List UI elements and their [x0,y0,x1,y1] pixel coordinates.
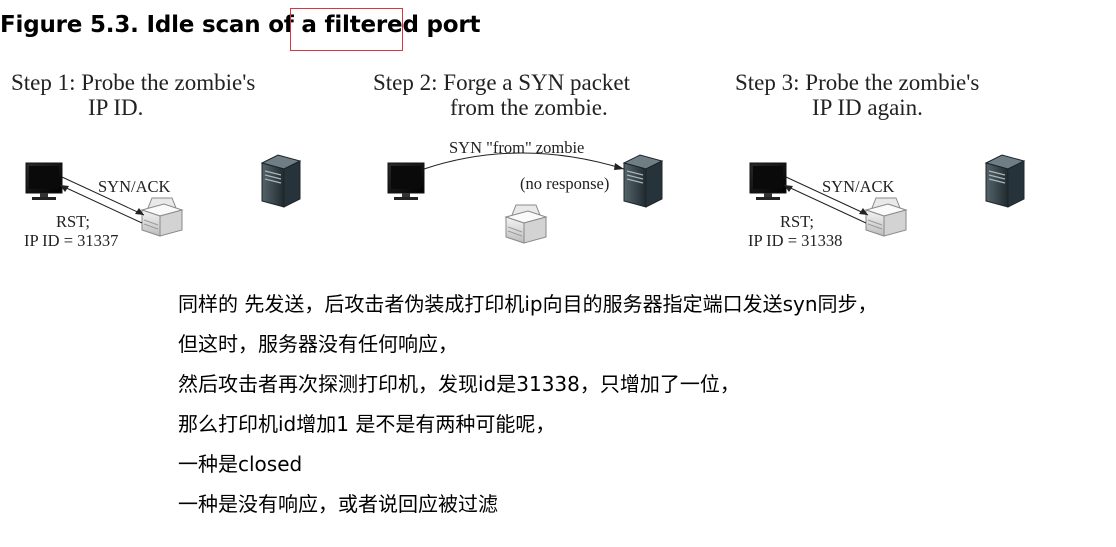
step-1-title-line2: IP ID. [88,95,143,120]
step-3-reply-line1: RST; [780,212,814,231]
server-tower-icon [985,154,1025,208]
note-line: 但这时，服务器没有任何响应， [178,332,458,356]
reply-arrow [783,184,867,224]
computer-monitor-icon [25,162,63,201]
printer-icon [141,197,183,237]
printer-icon [865,197,907,237]
idle-scan-diagram: Step 1: Probe the zombie's IP ID. SYN/AC… [11,70,1025,250]
step-1-arrow-label: SYN/ACK [98,177,171,196]
explanation-notes: 同样的 先发送，后攻击者伪装成打印机ip向目的服务器指定端口发送syn同步， 但… [178,284,878,524]
step-2-note: (no response) [520,174,609,193]
step-1-reply-line2: IP ID = 31337 [24,231,118,250]
probe-arrowhead [135,208,144,215]
step-1: Step 1: Probe the zombie's IP ID. SYN/AC… [11,70,301,250]
note-line: 然后攻击者再次探测打印机，发现id是31338，只增加了一位， [178,372,740,396]
step-1-title-line1: Step 1: Probe the zombie's [11,70,255,95]
note-line: 一种是closed [178,452,303,476]
server-tower-icon [261,154,301,208]
note-line: 同样的 先发送，后攻击者伪装成打印机ip向目的服务器指定端口发送syn同步， [178,292,878,316]
reply-arrow [59,184,143,224]
printer-icon [505,204,547,244]
computer-monitor-icon [749,162,787,201]
step-2-title-line2: from the zombie. [450,95,608,120]
note-line: 那么打印机id增加1 是不是有两种可能呢， [178,412,556,436]
reply-arrowhead [60,185,69,192]
step-1-reply-line1: RST; [56,212,90,231]
step-3: Step 3: Probe the zombie's IP ID again. … [735,70,1025,250]
step-2: Step 2: Forge a SYN packet from the zomb… [373,70,663,244]
figure-title: Figure 5.3. Idle scan of a filtered port [0,12,481,38]
reply-arrowhead [784,185,793,192]
note-line: 一种是没有响应，或者说回应被过滤 [178,492,498,516]
step-2-arrow-label: SYN "from" zombie [449,138,584,157]
step-3-arrow-label: SYN/ACK [822,177,895,196]
probe-arrow [785,176,869,216]
computer-monitor-icon [387,162,425,201]
forged-syn-arrow [423,152,625,170]
step-3-title-line1: Step 3: Probe the zombie's [735,70,979,95]
step-3-title-line2: IP ID again. [812,95,923,120]
probe-arrowhead [859,208,868,215]
step-3-reply-line2: IP ID = 31338 [748,231,842,250]
step-2-title-line1: Step 2: Forge a SYN packet [373,70,631,95]
server-tower-icon [623,154,663,208]
probe-arrow [61,176,145,216]
forged-syn-arrowhead [614,163,624,170]
